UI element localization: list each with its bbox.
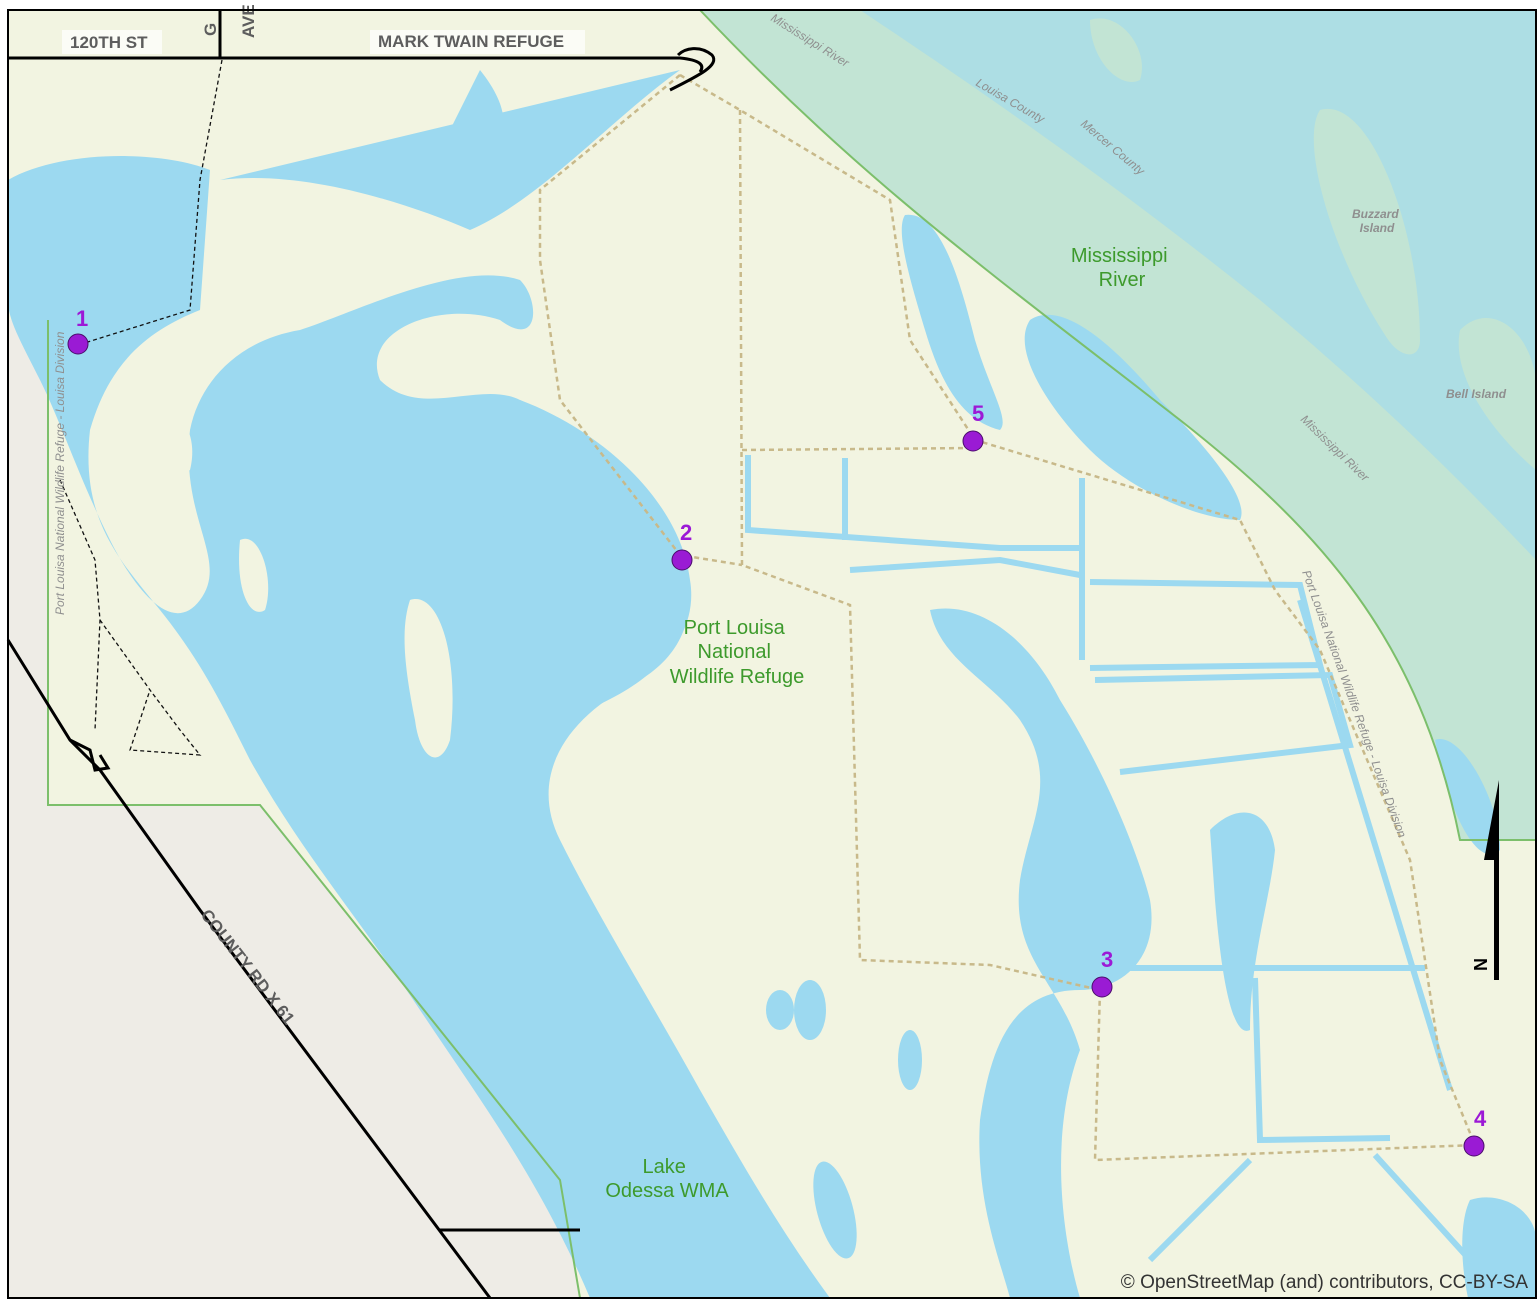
label-boundary-west: Port Louisa National Wildlife Refuge - L…: [53, 331, 67, 615]
marker-2-label: 2: [680, 520, 692, 545]
marker-1[interactable]: 1: [67, 306, 89, 355]
buzzard-island-shape: [1313, 108, 1420, 355]
refuge-boundary: [47, 9, 1536, 1299]
bell-island-shape: [1458, 318, 1536, 470]
marker-1-label: 1: [76, 306, 88, 331]
marker-3[interactable]: 3: [1091, 947, 1113, 998]
northern-channel-2: [440, 70, 504, 152]
south-east-corner-water: [1462, 1197, 1536, 1298]
pond-d: [813, 1161, 857, 1259]
label-port-louisa-refuge: Port Louisa National Wildlife Refuge: [670, 617, 805, 688]
road-label-120th: 120TH ST: [70, 33, 148, 52]
road-network: [6, 10, 716, 1299]
road-label-mark-twain: MARK TWAIN REFUGE: [378, 32, 564, 51]
marker-2[interactable]: 2: [671, 520, 693, 571]
canal-grid: [745, 455, 1473, 1263]
lake-odessa-core: [454, 400, 692, 726]
marker-3-label: 3: [1101, 947, 1113, 972]
north-slough: [901, 214, 1003, 430]
site-markers: 1 2 3 4 5: [67, 306, 1487, 1157]
marker-4[interactable]: 4: [1463, 1106, 1487, 1157]
footpath: [59, 59, 223, 756]
label-lake-odessa: Lake Odessa WMA: [605, 1156, 729, 1202]
north-arrow: N: [1470, 780, 1499, 980]
pond-c: [898, 1030, 922, 1090]
east-lake: [930, 608, 1152, 1298]
label-buzzard-island: Buzzard Island: [1352, 207, 1402, 235]
trail-network: [538, 73, 1477, 1162]
road-label-ave: AVE: [239, 4, 258, 38]
southeast-slough: [1210, 812, 1275, 1031]
label-mississippi-river: Mississippi River: [1071, 245, 1173, 291]
lake-island-3: [150, 408, 193, 473]
marker-5-label: 5: [972, 401, 984, 426]
east-edge-slough: [1435, 739, 1500, 855]
pond-b: [766, 990, 794, 1030]
attribution: © OpenStreetMap (and) contributors, CC-B…: [1121, 1272, 1529, 1293]
river-slough: [1024, 314, 1242, 520]
north-arrow-label: N: [1470, 958, 1490, 971]
road-label-g: G: [201, 23, 220, 36]
marker-5[interactable]: 5: [962, 401, 984, 452]
developed-area: [8, 320, 580, 1298]
lake-island-1: [404, 599, 453, 758]
lake-island-2: [239, 538, 269, 612]
pond-a: [794, 980, 826, 1040]
label-bell-island: Bell Island: [1446, 387, 1507, 401]
river-island-top: [1090, 18, 1142, 82]
marker-4-label: 4: [1474, 1106, 1487, 1131]
map-frame: [7, 9, 1537, 1299]
